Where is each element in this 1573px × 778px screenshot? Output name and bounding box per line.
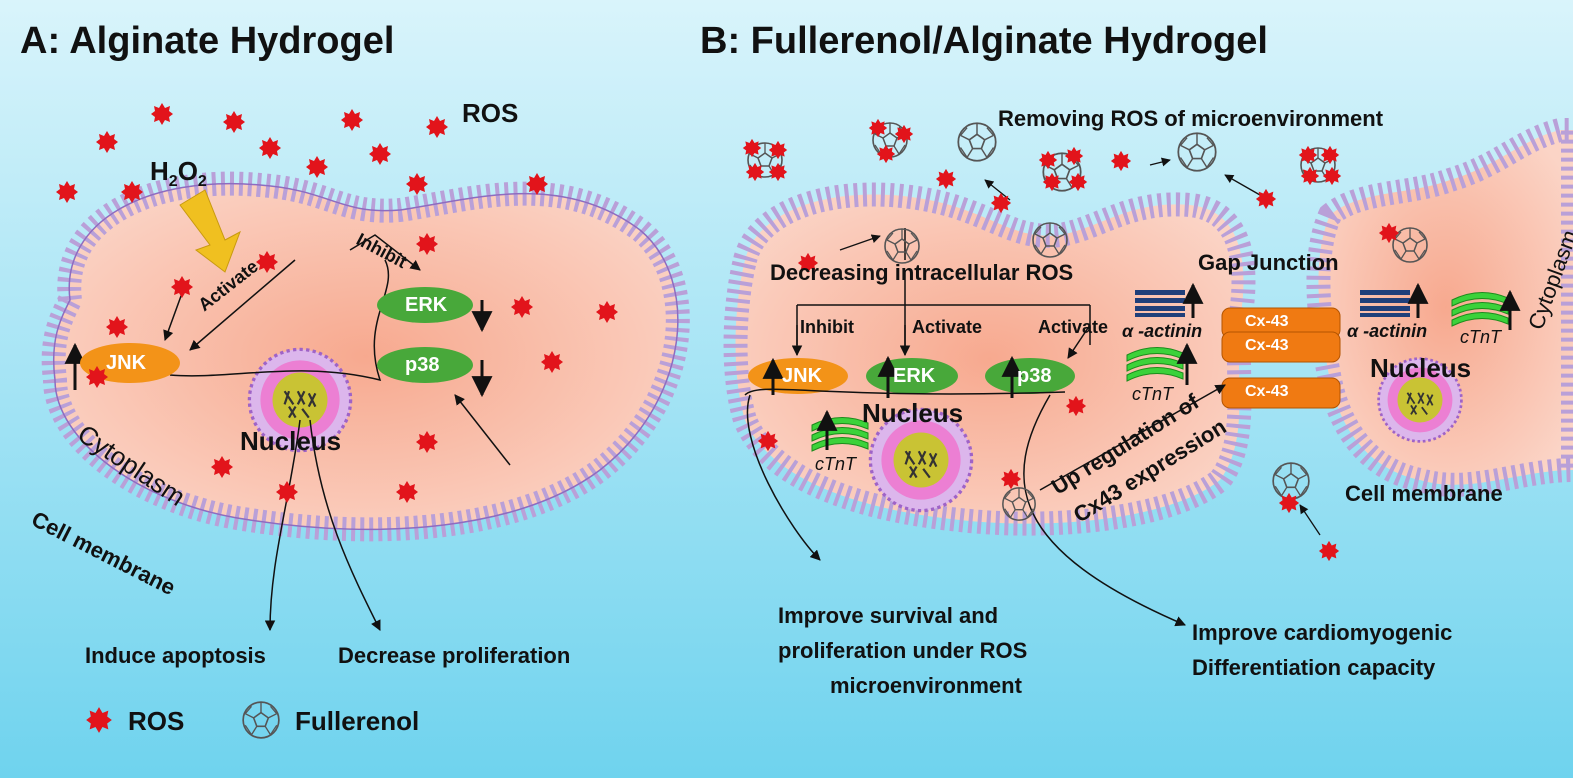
panel-a-p38-label: p38 — [405, 354, 440, 376]
panel-a-erk-label: ERK — [405, 294, 448, 316]
panel-b-activate-label-2: Activate — [1038, 317, 1109, 337]
panel-b-activate-label-1: Activate — [912, 317, 983, 337]
panel-a-erk-shape — [377, 287, 473, 323]
panel-b-removing-ros: Removing ROS of microenvironment — [998, 106, 1384, 131]
panel-b-nucleus-left-label: Nucleus — [862, 398, 964, 428]
h2o2-arrow — [179, 189, 241, 273]
panel-a-nucleus-label: Nucleus — [240, 426, 342, 456]
panel-b — [723, 118, 1573, 627]
legend-ros-label: ROS — [128, 706, 185, 736]
panel-b-cx43-3: Cx-43 — [1245, 383, 1289, 400]
panel-b-nucleus-right-label: Nucleus — [1370, 353, 1472, 383]
panel-a-cell-membrane — [41, 171, 690, 542]
panel-a-p38-shape — [377, 347, 473, 383]
panel-a-jnk-shape — [80, 343, 180, 383]
cx43-channels — [1221, 307, 1341, 409]
panel-b-title: B: Fullerenol/Alginate Hydrogel — [700, 20, 1268, 62]
panel-b-ctnt-2-label: cTnT — [1460, 327, 1502, 347]
panel-b-outcome-survival-1: Improve survival and — [778, 603, 999, 628]
legend-ros-icon — [86, 707, 112, 733]
panel-b-ctnt-1-label: cTnT — [1132, 384, 1174, 404]
panel-a-title: A: Alginate Hydrogel — [20, 20, 395, 62]
panel-a-jnk-label: JNK — [106, 352, 147, 374]
panel-b-jnk-label: JNK — [782, 365, 823, 387]
panel-b-outcome-cardio-2: Differentiation capacity — [1192, 655, 1436, 680]
panel-a-outcome-apoptosis: Induce apoptosis — [85, 643, 266, 668]
panel-b-erk-label: ERK — [893, 365, 936, 387]
panel-b-ctnt-3-label: cTnT — [815, 454, 857, 474]
panel-a-outcome-proliferation: Decrease proliferation — [338, 643, 571, 668]
h2o2-label: H2O2 — [150, 156, 207, 191]
panel-b-outcome-survival-3: microenvironment — [830, 673, 1022, 698]
panel-b-p38-label: p38 — [1017, 365, 1052, 387]
panel-b-actinin-1-label: α -actinin — [1122, 321, 1203, 341]
panel-b-decreasing-ros: Decreasing intracellular ROS — [770, 260, 1074, 285]
panel-b-actinin-2-label: α -actinin — [1347, 321, 1428, 341]
panel-b-cx43-1: Cx-43 — [1245, 313, 1289, 330]
panel-b-inhibit-label: Inhibit — [800, 317, 854, 337]
panel-b-membrane-label: Cell membrane — [1345, 481, 1503, 506]
panel-a — [41, 103, 690, 632]
panel-b-outcome-survival-2: proliferation under ROS — [778, 638, 1028, 663]
panel-b-gap-junction: Gap Junction — [1198, 250, 1339, 275]
panel-b-outcome-cardio-1: Improve cardiomyogenic — [1192, 620, 1453, 645]
legend-fullerenol-label: Fullerenol — [295, 706, 420, 736]
panel-a-ros-label: ROS — [462, 98, 519, 128]
panel-b-cx43-2: Cx-43 — [1245, 337, 1289, 354]
